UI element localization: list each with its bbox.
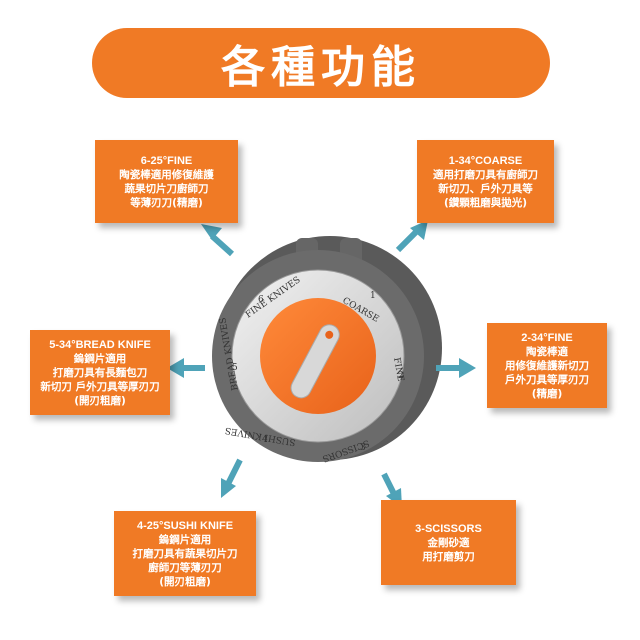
arrow-bottom-left-icon bbox=[221, 458, 243, 498]
card-line: 鎢鋼片適用 bbox=[73, 352, 127, 365]
card-line: 鎢鋼片適用 bbox=[158, 533, 212, 546]
ring-label-coarse: COARSE bbox=[341, 296, 381, 325]
card-title: 6-25°FINE bbox=[140, 154, 193, 167]
slot-orange bbox=[304, 255, 344, 300]
card-sushi-knife-4: 4-25°SUSHI KNIFE 鎢鋼片適用 打磨刀具有蔬果切片刀 廚師刀等薄刃… bbox=[114, 511, 256, 596]
ring-number-5: 5 bbox=[232, 363, 238, 373]
page-title: 各種功能 bbox=[221, 42, 421, 93]
card-coarse-1: 1-34°COARSE 適用打磨刀具有廚師刀 新切刀、戶外刀具等 (鑽顆粗磨與拋… bbox=[417, 140, 554, 223]
device-body bbox=[212, 250, 424, 462]
card-bread-knife-5: 5-34°BREAD KNIFE 鎢鋼片適用 打磨刀具有長麵包刀 新切刀 戶外刀… bbox=[30, 330, 170, 415]
card-line: 用修復維護新切刀 bbox=[505, 359, 589, 372]
card-fine-2: 2-34°FINE 陶瓷棒適 用修復維護新切刀 戶外刀具等厚刃刀 (精磨) bbox=[487, 323, 607, 408]
card-line: 打磨刀具有長麵包刀 bbox=[52, 366, 148, 379]
card-line: 蔬果切片刀廚師刀 bbox=[124, 182, 209, 195]
arrow-right-icon bbox=[436, 358, 476, 378]
card-line: 戶外刀具等厚刃刀 bbox=[505, 373, 589, 386]
card-title: 4-25°SUSHI KNIFE bbox=[136, 519, 234, 532]
arrow-top-left-icon bbox=[201, 224, 235, 257]
card-line: 打磨刀具有蔬果切片刀 bbox=[132, 547, 238, 560]
arrow-left-icon bbox=[167, 358, 205, 378]
arrow-top-right-icon bbox=[395, 220, 428, 253]
card-title: 1-34°COARSE bbox=[448, 154, 523, 167]
title-banner: 各種功能 bbox=[92, 28, 550, 98]
card-line: (精磨) bbox=[531, 387, 563, 400]
ring-number-6: 6 bbox=[258, 295, 264, 305]
card-line: 等薄刃刀(精磨) bbox=[130, 196, 203, 209]
card-fine-6: 6-25°FINE 陶瓷棒適用修復維護 蔬果切片刀廚師刀 等薄刃刀(精磨) bbox=[95, 140, 238, 223]
ring-number-4: 4 bbox=[262, 435, 268, 445]
ring-label-scissors: SCISSORS bbox=[321, 437, 371, 463]
card-line: 陶瓷棒適用修復維護 bbox=[119, 168, 214, 181]
ring-number-2: 2 bbox=[398, 371, 404, 381]
card-line: (鑽顆粗磨與拋光) bbox=[443, 196, 528, 209]
ring-label-fine: FINE bbox=[391, 357, 405, 383]
card-title: 2-34°FINE bbox=[521, 331, 573, 344]
slot-right bbox=[340, 238, 362, 298]
orange-dial bbox=[260, 298, 376, 414]
ring-label-sushi: SUSHI KNIVES bbox=[224, 425, 296, 447]
card-line: 新切刀 戶外刀具等厚刃刀 bbox=[40, 380, 160, 393]
card-line: (開刃粗磨) bbox=[74, 394, 126, 407]
card-title: 3-SCISSORS bbox=[415, 522, 482, 535]
ring-number-3: 3 bbox=[360, 443, 366, 453]
ring-label-bread: BREAD KNIVES bbox=[218, 317, 241, 392]
dial-handle bbox=[290, 324, 340, 399]
ring-number-1: 1 bbox=[370, 291, 376, 301]
card-line: 金剛砂適 bbox=[427, 536, 470, 549]
ring-label-fine-knives: FINE KNIVES bbox=[244, 275, 303, 320]
card-title: 5-34°BREAD KNIFE bbox=[49, 338, 151, 351]
card-line: 廚師刀等薄刃刀 bbox=[148, 561, 222, 574]
silver-ring bbox=[231, 269, 405, 443]
slot-left bbox=[296, 238, 318, 298]
card-line: 適用打磨刀具有廚師刀 bbox=[433, 168, 538, 181]
card-line: (開刃粗磨) bbox=[159, 575, 211, 588]
card-scissors-3: 3-SCISSORS 金剛砂適 用打磨剪刀 bbox=[381, 500, 516, 585]
card-line: 新切刀、戶外刀具等 bbox=[438, 182, 533, 195]
card-line: 陶瓷棒適 bbox=[526, 345, 568, 358]
card-line: 用打磨剪刀 bbox=[422, 550, 475, 563]
